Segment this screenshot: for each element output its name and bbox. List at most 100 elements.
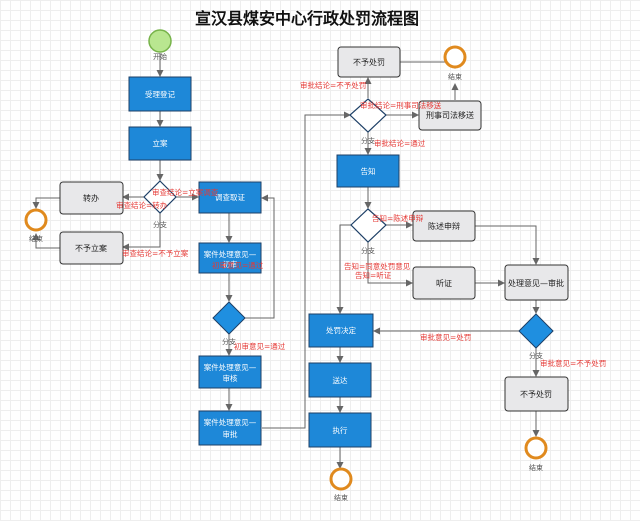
node-hearing[interactable]: 听证 — [412, 266, 476, 300]
end-node-4[interactable]: 结束 — [524, 436, 548, 472]
no-penalty-top-box — [337, 46, 401, 78]
end-node-2[interactable]: 结束 — [443, 45, 467, 81]
register-label: 受理登记 — [145, 89, 175, 99]
end-label-2: 结束 — [448, 72, 462, 81]
node-no-penalty-top[interactable]: 不予处罚 — [337, 46, 401, 78]
end-node-1[interactable]: 结束 — [24, 208, 48, 243]
edge-diamond-decision — [336, 224, 351, 314]
start-node[interactable]: 开始 — [148, 29, 172, 61]
opinion2-label-line2: 审核 — [223, 373, 238, 383]
node-no-penalty-bottom[interactable]: 不予处罚 — [504, 376, 569, 412]
edge-diamond-back-investigate — [245, 194, 275, 319]
end-node-3[interactable]: 结束 — [329, 467, 353, 502]
diamond-first-review[interactable]: 分支 — [212, 301, 246, 346]
edge-label-notify-hearing: 告知=听证 — [355, 270, 392, 280]
edge-label-notify-defense: 告知=陈述申辩 — [372, 213, 424, 223]
opinion3-box — [198, 410, 262, 446]
opinion1-box — [198, 242, 262, 274]
diamond-notify[interactable]: 分支 — [350, 208, 387, 255]
node-opinion-approve[interactable]: 处理意见—审批 — [504, 264, 569, 301]
transfer-label: 转办 — [83, 193, 99, 203]
edge-labels: 审查结论=立案调查 审查结论=转办 审查结论=不予立案 初审意见=通过 初审意见… — [116, 80, 606, 368]
page-title: 宣汉县煤安中心行政处罚流程图 — [195, 9, 419, 28]
edge-label-review-not-file: 审查结论=不予立案 — [122, 248, 189, 258]
edge-label-approve-no-penalty2: 审批意见=不予处罚 — [540, 358, 606, 368]
decision-box — [308, 313, 374, 348]
final-approve-diamond-shape — [518, 313, 554, 349]
node-register[interactable]: 受理登记 — [128, 76, 192, 112]
branch-label-4: 分支 — [361, 246, 375, 255]
edge-label-approve-pass: 审批结论=通过 — [374, 138, 426, 148]
not-file-label: 不予立案 — [75, 243, 107, 253]
edge-label-approve-judicial: 审批结论=刑事司法移送 — [360, 100, 442, 110]
hearing-label: 听证 — [436, 279, 452, 288]
edge-diamond-hearing — [367, 242, 413, 287]
node-deliver[interactable]: 送达 — [308, 362, 372, 398]
edge-label-file-case-transfer: 审查结论=立案调查 — [152, 187, 219, 197]
opinion1-label-line2: 初审 — [223, 259, 238, 269]
edge-label-notify-agree: 告知=同意处罚意见 — [344, 261, 411, 271]
end-label-1: 结束 — [29, 234, 43, 243]
defense-box — [412, 210, 476, 242]
end-label-4: 结束 — [529, 463, 543, 472]
branch-label-2: 分支 — [222, 337, 236, 346]
end-circle-3 — [329, 467, 353, 491]
node-decision[interactable]: 处罚决定 — [308, 313, 374, 348]
edge-label-first-review-pass2: 初审意见=通过 — [234, 341, 286, 351]
notify-box — [336, 154, 400, 188]
opinion3-label-line2: 审批 — [223, 429, 238, 439]
node-defense[interactable]: 陈述申辩 — [412, 210, 476, 242]
node-notify[interactable]: 告知 — [336, 154, 400, 188]
edge-opinion3-approve-diamond — [262, 111, 351, 429]
node-investigate[interactable]: 调查取证 — [198, 181, 262, 214]
edge-label-first-review-pass: 初审意见=通过 — [212, 260, 264, 270]
diamond-final-approve[interactable]: 分支 — [518, 313, 554, 360]
review-diamond-shape — [143, 180, 177, 214]
opinion2-label-line1: 案件处理意见— — [204, 362, 257, 372]
node-judicial[interactable]: 刑事司法移送 — [418, 100, 482, 131]
node-file-case[interactable]: 立案 — [128, 126, 192, 161]
node-opinion3[interactable]: 案件处理意见— 审批 — [198, 410, 262, 446]
opinion2-box — [198, 355, 262, 389]
transfer-box — [59, 181, 124, 215]
diamond-review[interactable]: 分支 — [143, 180, 177, 229]
notify-diamond-shape — [350, 208, 387, 243]
execute-box — [308, 412, 372, 448]
node-opinion2[interactable]: 案件处理意见— 审核 — [198, 355, 262, 389]
decision-label: 处罚决定 — [326, 325, 356, 335]
start-label: 开始 — [153, 52, 167, 61]
node-execute[interactable]: 执行 — [308, 412, 372, 448]
node-opinion1[interactable]: 案件处理意见— 初审 — [198, 242, 262, 274]
diamond-approve[interactable]: 分支 — [349, 98, 387, 145]
notify-label: 告知 — [361, 166, 376, 176]
edge-not-file-end — [32, 233, 60, 249]
branch-label-5: 分支 — [529, 351, 543, 360]
file-case-label: 立案 — [153, 138, 168, 148]
opinion-approve-box — [504, 264, 569, 301]
file-case-box — [128, 126, 192, 161]
node-transfer[interactable]: 转办 — [59, 181, 124, 215]
no-penalty-top-label: 不予处罚 — [353, 57, 385, 67]
branch-label-1: 分支 — [153, 220, 167, 229]
end-circle-4 — [524, 436, 548, 460]
deliver-box — [308, 362, 372, 398]
edge-transfer-end — [32, 197, 60, 209]
end-circle-2 — [443, 45, 467, 69]
edge-diamond-not-file — [122, 213, 161, 251]
edges — [32, 53, 540, 469]
edge-defense-approve — [475, 225, 540, 265]
edge-label-approve-penalty: 审批意见=处罚 — [420, 332, 471, 342]
defense-label: 陈述申辩 — [428, 221, 460, 231]
first-review-diamond-shape — [212, 301, 246, 335]
execute-label: 执行 — [333, 425, 348, 435]
opinion-approve-label: 处理意见—审批 — [508, 278, 564, 288]
not-file-box — [59, 231, 124, 265]
register-box — [128, 76, 192, 112]
start-circle — [148, 29, 172, 53]
node-not-file[interactable]: 不予立案 — [59, 231, 124, 265]
judicial-label: 刑事司法移送 — [426, 110, 474, 120]
approve-diamond-shape — [349, 98, 387, 133]
no-penalty-bottom-label: 不予处罚 — [520, 389, 552, 399]
edge-label-approve-no-penalty: 审批结论=不予处罚 — [300, 80, 366, 90]
